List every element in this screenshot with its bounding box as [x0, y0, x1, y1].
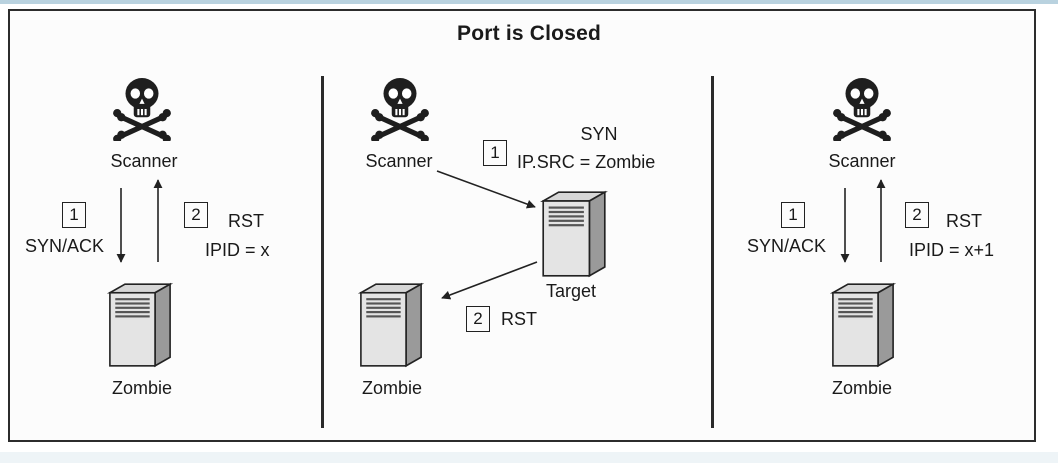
step-2-label-line1: RST: [228, 211, 264, 231]
step-1-label: SYN/ACK: [25, 236, 105, 256]
tower-server-icon: [832, 283, 894, 367]
step-2-badge: 2: [184, 202, 208, 228]
zombie-label: Zombie: [111, 378, 173, 398]
scanner-label: Scanner: [110, 151, 178, 171]
zombie-label: Zombie: [831, 378, 893, 398]
zombie-label: Zombie: [361, 378, 423, 398]
target-label: Target: [545, 281, 597, 301]
step-2-label-line2: IPID = x+1: [909, 240, 995, 260]
step-2-label: RST: [501, 309, 537, 329]
step-1-badge: 1: [62, 202, 86, 228]
step-2-badge: 2: [905, 202, 929, 228]
step-2-label-line1: RST: [946, 211, 982, 231]
step-1-badge: 1: [781, 202, 805, 228]
scanner-label: Scanner: [828, 151, 896, 171]
scanner-label: Scanner: [365, 151, 433, 171]
step-1-label-line2: IP.SRC = Zombie: [517, 152, 656, 172]
top-edge-strip: [0, 0, 1058, 4]
panel-divider-right: [711, 76, 714, 428]
step-2-label-line2: IPID = x: [205, 240, 270, 260]
syn-spoofed-arrow: [436, 170, 536, 209]
panel-divider-left: [321, 76, 324, 428]
step-1-badge: 1: [483, 140, 507, 166]
bottom-edge-strip: [0, 452, 1058, 463]
step-1-label-line1: SYN: [580, 124, 618, 144]
diagram-title: Port is Closed: [457, 22, 601, 45]
step-1-label: SYN/ACK: [747, 236, 827, 256]
step-2-badge: 2: [466, 306, 490, 332]
rst-arrow: [441, 261, 538, 300]
